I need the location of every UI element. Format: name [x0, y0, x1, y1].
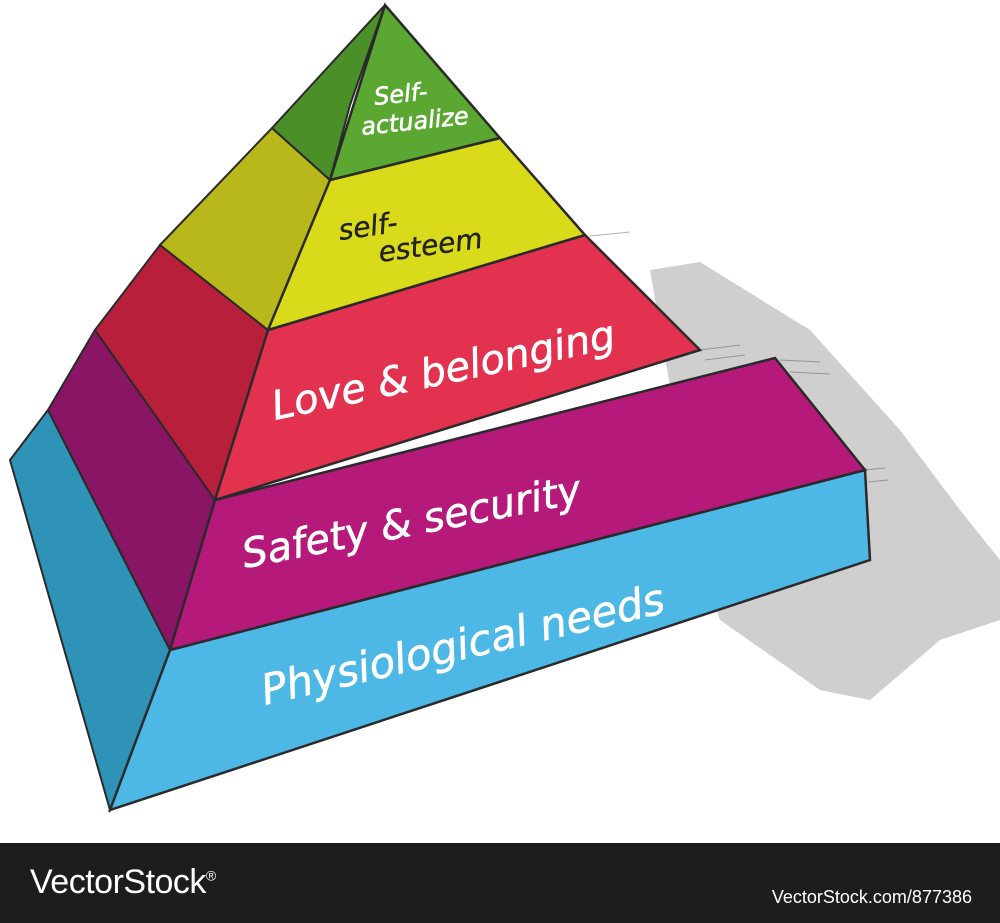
side-face-actualize: [270, 4, 386, 182]
pyramid-drawing: Self- actualize self- esteem Love & belo…: [8, 2, 1000, 814]
maslow-pyramid-diagram: Self- actualize self- esteem Love & belo…: [8, 2, 1000, 814]
sketch-hatching: [589, 231, 889, 483]
label-self-esteem-line1: self-: [336, 206, 399, 247]
stock-footer-bar: VectorStock® VectorStock.com/877386: [0, 843, 1000, 923]
stock-image-id: VectorStock.com/877386: [771, 887, 972, 907]
registered-mark: ®: [205, 867, 216, 884]
brand-text: VectorStock: [30, 863, 206, 901]
front-face-safety: [168, 356, 868, 652]
label-self-actualize-line1: Self-: [373, 78, 429, 111]
vectorstock-logo: VectorStock®: [30, 863, 216, 902]
front-face-actualize: [328, 2, 503, 182]
